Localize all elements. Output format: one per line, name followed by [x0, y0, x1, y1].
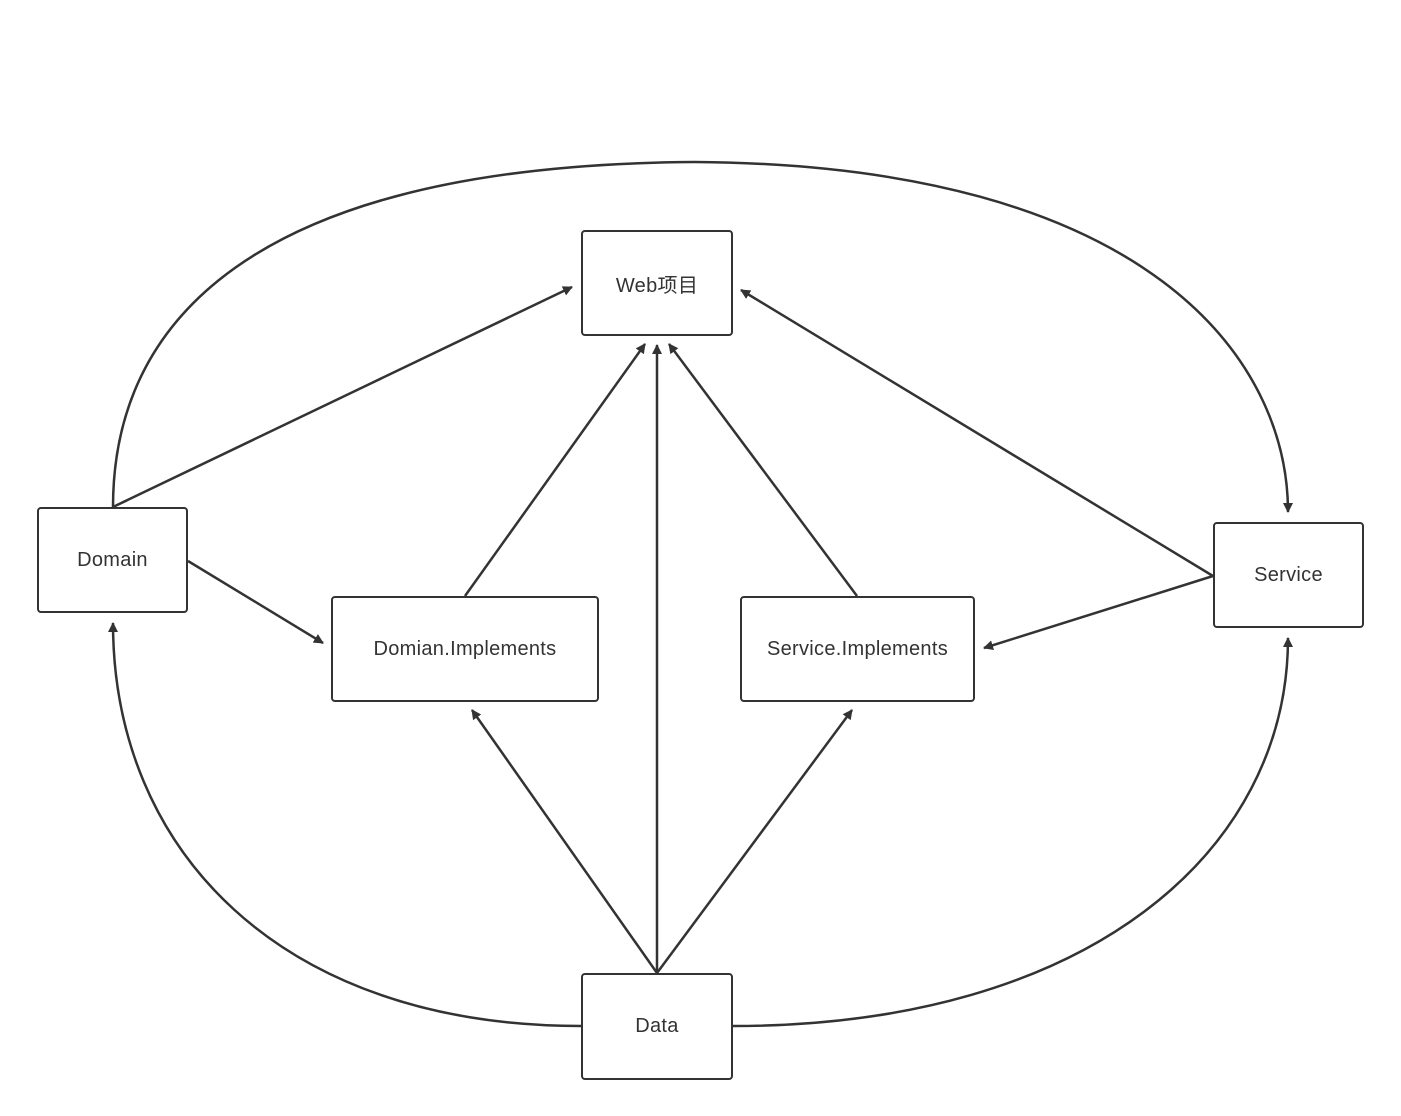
edge-domain-service [111, 160, 1293, 513]
node-service-implements[interactable]: Service.Implements [740, 596, 975, 702]
node-label-service-implements: Service.Implements [766, 637, 948, 660]
edge-domain-domimpl [187, 559, 324, 645]
node-domian-implements[interactable]: Domian.Implements [331, 596, 599, 702]
edge-domimpl-web [463, 343, 647, 597]
node-label-service: Service [1254, 563, 1323, 586]
node-web-project[interactable]: Web项目 [581, 230, 733, 336]
node-label-domain: Domain [77, 548, 148, 571]
node-label-domian-implements: Domian.Implements [373, 637, 557, 660]
edge-service-web [740, 288, 1214, 578]
node-data[interactable]: Data [581, 973, 733, 1080]
node-label-web-project: Web项目 [615, 274, 699, 297]
node-domain[interactable]: Domain [37, 507, 188, 613]
edge-domain-web [112, 285, 573, 509]
edge-data-service [732, 637, 1293, 1028]
edge-service-svcimpl [983, 574, 1214, 651]
edge-data-domimpl [470, 709, 659, 974]
node-label-data: Data [635, 1015, 679, 1037]
edge-data-domain [108, 622, 582, 1028]
node-service[interactable]: Service [1213, 522, 1364, 628]
edge-data-svcimpl [655, 709, 854, 974]
edge-svcimpl-web [667, 343, 859, 597]
